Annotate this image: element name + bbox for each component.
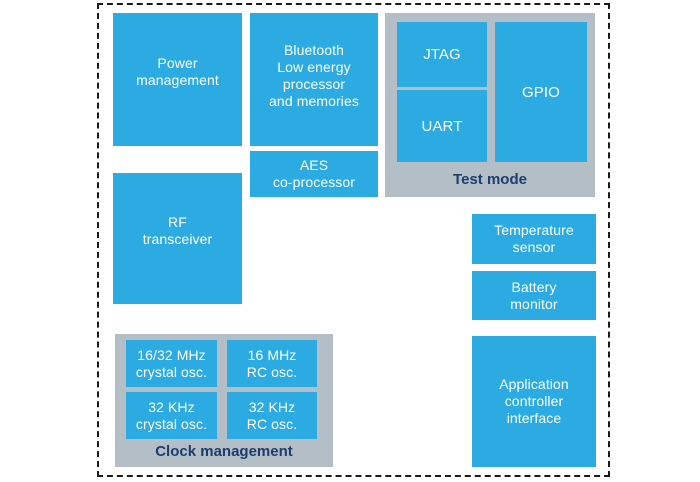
block-rf-transceiver: RF transceiver [113, 173, 242, 304]
clock-management-label: Clock management [155, 443, 293, 460]
block-16-32mhz-crystal-osc: 16/32 MHz crystal osc. [126, 340, 217, 387]
block-gpio: GPIO [495, 22, 587, 162]
block-power-management: Power management [113, 13, 242, 146]
diagram-dashed-border [97, 3, 610, 477]
block-uart: UART [397, 90, 487, 162]
block-temperature-sensor: Temperature sensor [472, 214, 596, 264]
block-application-controller-interface: Application controller interface [472, 336, 596, 467]
block-32khz-rc-osc: 32 KHz RC osc. [227, 392, 317, 439]
test-mode-label: Test mode [453, 171, 527, 188]
block-bluetooth-low-energy-processor: Bluetooth Low energy processor and memor… [250, 13, 378, 146]
container-test-mode: JTAG UART GPIO Test mode [385, 13, 595, 197]
block-32khz-crystal-osc: 32 KHz crystal osc. [126, 392, 217, 439]
container-clock-management: 16/32 MHz crystal osc. 16 MHz RC osc. 32… [115, 334, 333, 467]
block-battery-monitor: Battery monitor [472, 271, 596, 320]
block-aes-coprocessor: AES co-processor [250, 151, 378, 197]
block-16mhz-rc-osc: 16 MHz RC osc. [227, 340, 317, 387]
block-jtag: JTAG [397, 22, 487, 87]
